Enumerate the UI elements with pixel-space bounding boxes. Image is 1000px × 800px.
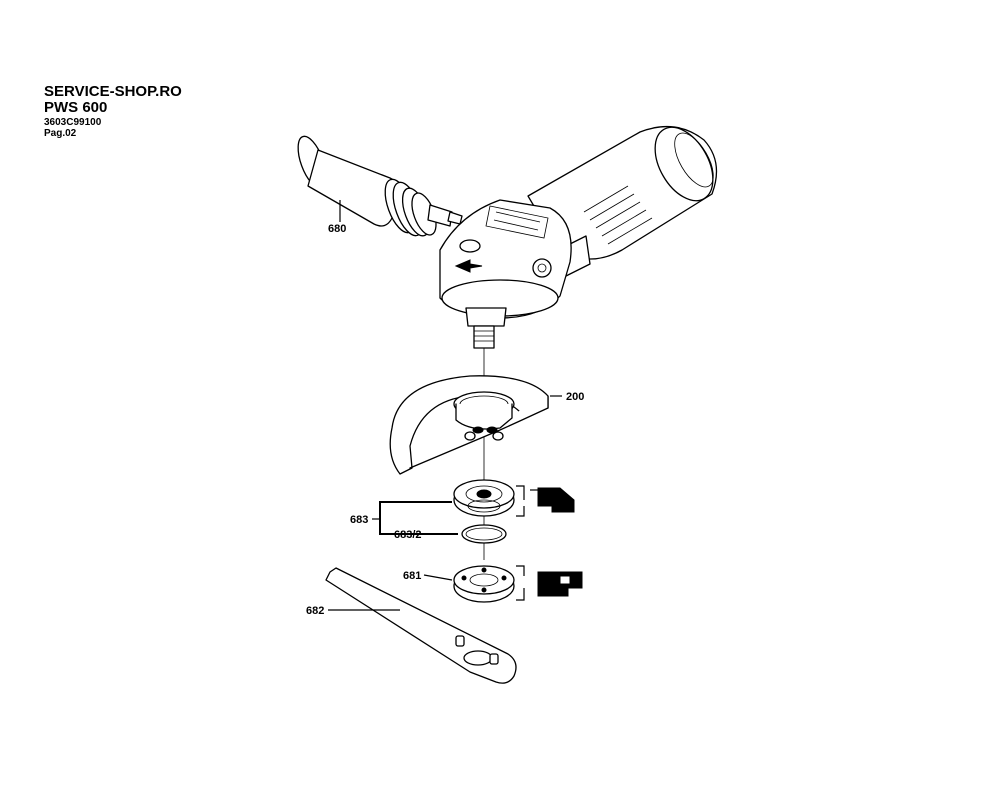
shop-name: SERVICE-SHOP.RO (44, 83, 182, 100)
label-683-2: 683/2 (394, 529, 422, 541)
label-683: 683 (350, 514, 368, 526)
o-ring[interactable] (461, 524, 507, 544)
leader-681 (423, 574, 453, 581)
two-pin-spanner[interactable] (325, 567, 517, 684)
nut-section-detail (516, 565, 583, 601)
flange-section-detail (516, 485, 575, 517)
page-number: Pag.02 (44, 128, 77, 139)
mounting-flange[interactable] (453, 479, 515, 517)
auxiliary-handle[interactable] (292, 133, 463, 240)
label-200: 200 (566, 391, 584, 403)
clamping-nut[interactable] (453, 565, 515, 603)
label-680: 680 (328, 223, 346, 235)
label-682: 682 (306, 605, 324, 617)
model-name: PWS 600 (44, 99, 108, 116)
label-681: 681 (403, 570, 421, 582)
wheel-guard[interactable] (389, 375, 549, 475)
part-number: 3603C99100 (44, 117, 102, 128)
angle-grinder-body[interactable] (439, 117, 725, 349)
leader-683-bracket (379, 501, 458, 535)
diagram-header: SERVICE-SHOP.RO PWS 600 3603C99100 Pag.0… (44, 84, 182, 139)
